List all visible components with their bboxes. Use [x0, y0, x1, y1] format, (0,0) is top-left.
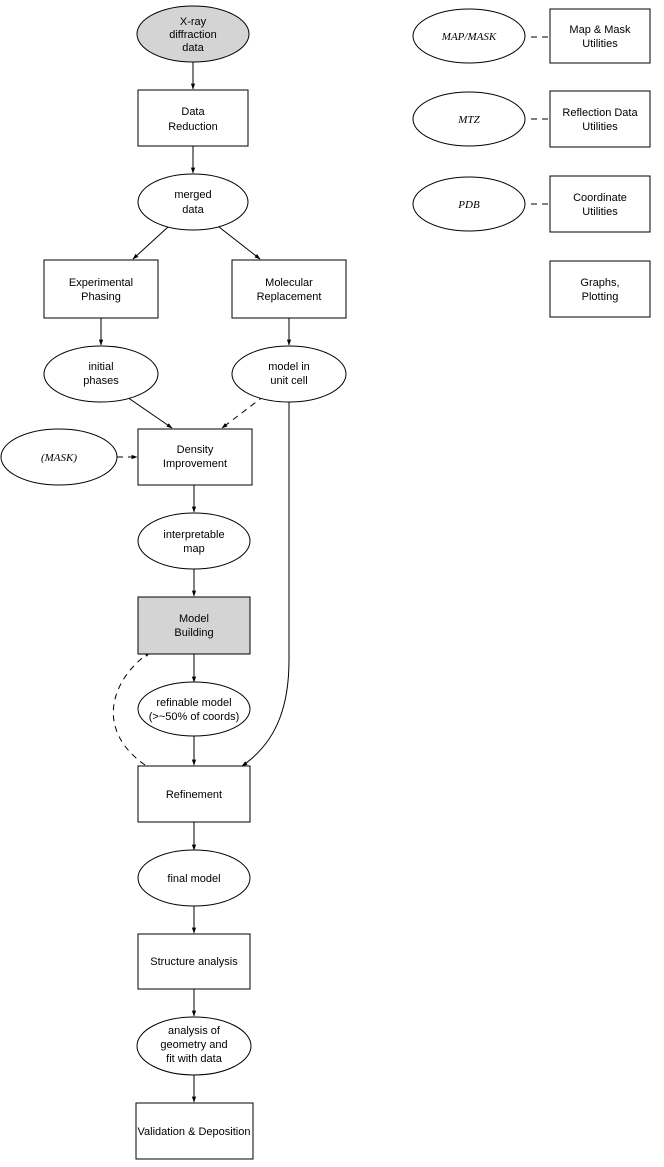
node-refinable-model: refinable model (>~50% of coords)	[137, 681, 251, 737]
structure-analysis-label: Structure analysis	[150, 956, 238, 968]
initial-phases-label-2: phases	[83, 375, 119, 387]
node-model-building: Model Building	[137, 596, 251, 655]
model-building-label-2: Building	[174, 627, 213, 639]
validation-deposition-box	[135, 1102, 254, 1160]
interpretable-map-oval	[137, 512, 251, 570]
edge-refinement-to-building	[112, 651, 151, 766]
interpretable-map-label-2: map	[183, 543, 204, 555]
edge-modelcell-to-refinement	[241, 400, 290, 767]
data-reduction-box	[137, 89, 249, 147]
model-building-label-1: Model	[179, 613, 209, 625]
model-building-box	[137, 596, 251, 655]
analysis-geometry-label-1: analysis of	[168, 1025, 221, 1037]
model-in-unit-cell-label-2: unit cell	[270, 375, 307, 387]
node-molecular-replacement: Molecular Replacement	[231, 259, 347, 319]
mtz-oval	[412, 91, 526, 147]
initial-phases-oval	[43, 345, 159, 403]
merged-data-label-1: merged	[174, 189, 211, 201]
analysis-geometry-label-3: fit with data	[166, 1053, 223, 1065]
map-mask-utilities-label-1: Map & Mask	[569, 24, 631, 36]
merged-data-oval	[137, 173, 249, 231]
refinable-model-label-2: (>~50% of coords)	[149, 711, 240, 723]
node-map-mask-utilities: Map & Mask Utilities	[549, 8, 651, 64]
node-experimental-phasing: Experimental Phasing	[43, 259, 159, 319]
node-mask: (MASK)	[0, 428, 118, 486]
interpretable-map-label-1: interpretable	[163, 529, 224, 541]
model-in-unit-cell-oval	[231, 345, 347, 403]
node-xray-data: X-ray diffraction data	[136, 5, 250, 63]
refinement-label: Refinement	[166, 789, 222, 801]
coordinate-utilities-label-1: Coordinate	[573, 192, 627, 204]
coordinate-utilities-box	[549, 175, 651, 233]
xray-data-label-1: X-ray	[180, 16, 207, 28]
model-in-unit-cell-label-1: model in	[268, 361, 310, 373]
edge-initial-to-density	[126, 396, 173, 429]
structure-analysis-box	[137, 933, 251, 990]
reflection-utilities-box	[549, 90, 651, 148]
node-pdb-format: PDB	[412, 176, 526, 232]
node-refinement: Refinement	[137, 765, 251, 823]
xray-data-oval	[136, 5, 250, 63]
edge-merged-to-replacement	[218, 226, 261, 260]
merged-data-label-2: data	[182, 204, 204, 216]
validation-deposition-label: Validation & Deposition	[138, 1126, 251, 1138]
node-coordinate-utilities: Coordinate Utilities	[549, 175, 651, 233]
experimental-phasing-label-1: Experimental	[69, 277, 133, 289]
map-mask-utilities-label-2: Utilities	[582, 38, 618, 50]
refinement-box	[137, 765, 251, 823]
analysis-geometry-oval	[136, 1016, 252, 1076]
pdb-oval	[412, 176, 526, 232]
node-analysis-geometry: analysis of geometry and fit with data	[136, 1016, 252, 1076]
node-initial-phases: initial phases	[43, 345, 159, 403]
final-model-label: final model	[167, 873, 220, 885]
density-improvement-label-2: Improvement	[163, 458, 227, 470]
node-data-reduction: Data Reduction	[137, 89, 249, 147]
mask-oval	[0, 428, 118, 486]
node-density-improvement: Density Improvement	[137, 428, 253, 486]
refinable-model-label-1: refinable model	[156, 697, 231, 709]
refinable-model-oval	[137, 681, 251, 737]
pdb-label: PDB	[457, 199, 480, 211]
node-validation-deposition: Validation & Deposition	[135, 1102, 254, 1160]
molecular-replacement-box	[231, 259, 347, 319]
coordinate-utilities-label-2: Utilities	[582, 206, 618, 218]
molecular-replacement-label-1: Molecular	[265, 277, 313, 289]
node-interpretable-map: interpretable map	[137, 512, 251, 570]
node-graphs-plotting: Graphs, Plotting	[549, 260, 651, 318]
edge-modelcell-to-density	[221, 395, 265, 429]
node-final-model: final model	[137, 849, 251, 907]
node-map-mask-format: MAP/MASK	[412, 8, 526, 64]
edge-merged-to-phasing	[132, 226, 169, 260]
initial-phases-label-1: initial	[88, 361, 113, 373]
molecular-replacement-label-2: Replacement	[257, 291, 322, 303]
graphs-plotting-box	[549, 260, 651, 318]
reflection-utilities-label-1: Reflection Data	[562, 107, 638, 119]
density-improvement-box	[137, 428, 253, 486]
map-mask-utilities-box	[549, 8, 651, 64]
mask-label: (MASK)	[41, 452, 77, 464]
node-merged-data: merged data	[137, 173, 249, 231]
mtz-label: MTZ	[457, 114, 480, 126]
edges	[98, 36, 549, 1103]
xray-data-label-3: data	[182, 42, 204, 54]
reflection-utilities-label-2: Utilities	[582, 121, 618, 133]
node-reflection-utilities: Reflection Data Utilities	[549, 90, 651, 148]
density-improvement-label-1: Density	[177, 444, 214, 456]
map-mask-label: MAP/MASK	[441, 31, 497, 43]
graphs-plotting-label-1: Graphs,	[580, 277, 619, 289]
final-model-oval	[137, 849, 251, 907]
node-structure-analysis: Structure analysis	[137, 933, 251, 990]
analysis-geometry-label-2: geometry and	[160, 1039, 227, 1051]
experimental-phasing-box	[43, 259, 159, 319]
graphs-plotting-label-2: Plotting	[582, 291, 619, 303]
map-mask-oval	[412, 8, 526, 64]
node-model-in-unit-cell: model in unit cell	[231, 345, 347, 403]
data-reduction-label-2: Reduction	[168, 121, 218, 133]
node-mtz-format: MTZ	[412, 91, 526, 147]
xray-data-label-2: diffraction	[169, 29, 217, 41]
data-reduction-label-1: Data	[181, 106, 205, 118]
experimental-phasing-label-2: Phasing	[81, 291, 121, 303]
